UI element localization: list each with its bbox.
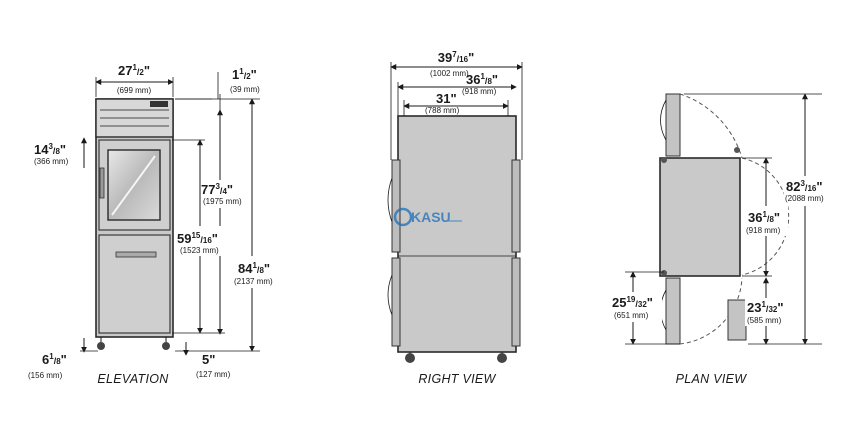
elevation-door-top-dim: 143/8" [34,142,66,157]
elevation-width-mm: (699 mm) [117,86,152,95]
right-cabinet-depth-mm: (788 mm) [425,106,460,115]
plan-view-label: PLAN VIEW [676,372,748,386]
plan-lower-door [665,277,681,345]
elevation-height-mid-dim: 773/4" [201,182,233,197]
right-caster-front [405,353,415,363]
watermark-text: KASU [411,209,451,225]
control-panel [150,101,168,107]
elevation-overall-dim: 841/8" [238,261,270,276]
plan-cabinet [659,157,741,277]
plan-door-swing-mm: (651 mm) [614,311,649,320]
right-overall-depth-dim: 397/16" [438,50,475,65]
elevation-top-offset-mm: (39 mm) [230,85,260,94]
plan-depth-mm: (918 mm) [746,226,781,235]
elevation-overall-mm: (2137 mm) [234,277,273,286]
plan-door-swing-half-dim: 231/32" [747,300,784,315]
elevation-lower-door [98,234,171,334]
elevation-door-height-mm: (1523 mm) [180,246,219,255]
elevation-width-dim: 271/2" [118,63,150,78]
kasu-logo-icon: KASU [393,207,462,227]
elevation-floor-dim: 5" [202,352,215,367]
plan-depth-dim: 361/8" [748,210,780,225]
right-upper-door-edge [391,159,401,253]
plan-swing-upper [679,93,743,159]
plan-overall-mm: (2088 mm) [785,194,824,203]
plan-view: 823/16" (2088 mm) 361/8" (918 mm) 2519/3… [610,93,830,386]
right-overall-depth-mm: (1002 mm) [430,69,469,78]
elevation-door-top-mm: (366 mm) [34,157,69,166]
right-caster-rear [497,353,507,363]
plan-upper-door [665,93,681,157]
elevation-view: 271/2" (699 mm) 11/2" (39 mm) 143/8" (36… [28,63,278,386]
lower-door-handle [115,251,157,258]
elevation-caster-dim: 61/8" [42,352,67,367]
plan-door-swing-half-mm: (585 mm) [747,316,782,325]
elevation-height-mid-mm: (1975 mm) [203,197,242,206]
elevation-floor-mm: (127 mm) [196,370,231,379]
right-cabinet-depth-dim: 31" [436,91,457,106]
right-body-depth-dim: 361/8" [466,72,498,87]
plan-swing-mid [741,157,790,276]
elevation-door-height-dim: 5915/16" [177,231,218,246]
elevation-label: ELEVATION [97,372,169,386]
plan-swing-lower [679,277,743,345]
elevation-casters [97,337,170,350]
upper-door-handle [99,167,105,199]
right-view-label: RIGHT VIEW [418,372,496,386]
elevation-caster-mm: (156 mm) [28,371,63,380]
right-body-depth-mm: (918 mm) [462,87,497,96]
plan-door-swing-dim: 2519/32" [612,295,653,310]
plan-overall-dim: 823/16" [786,179,823,194]
right-cabinet-body [397,115,517,353]
right-lower-door-edge [391,257,401,347]
right-view: 397/16" (1002 mm) 361/8" (918 mm) 31" (7… [387,50,523,386]
elevation-top-offset-dim: 11/2" [232,67,257,82]
